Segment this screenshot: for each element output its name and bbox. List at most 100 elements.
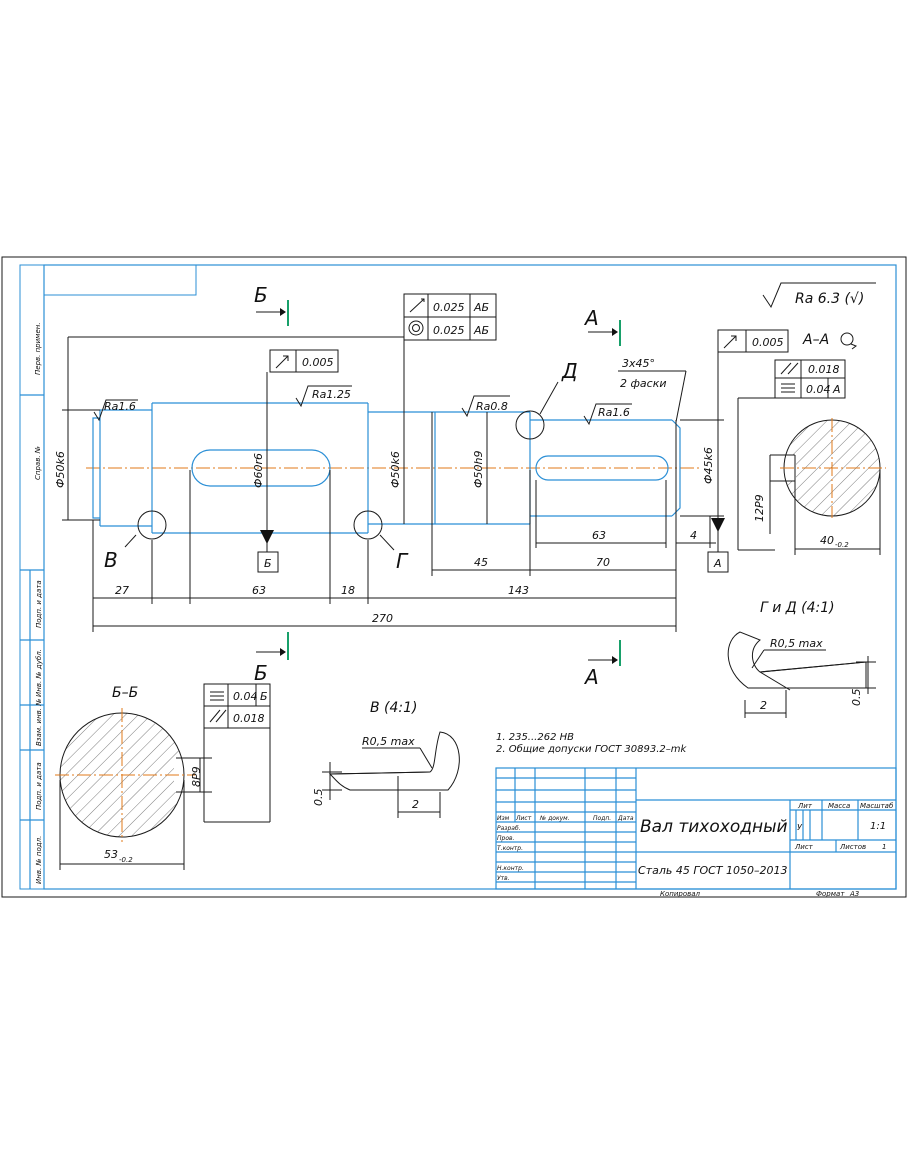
svg-text:Ф45k6: Ф45k6 [702, 447, 715, 484]
svg-text:А: А [832, 383, 841, 396]
svg-text:0.025: 0.025 [433, 301, 465, 314]
section-aa-title: А–А [802, 332, 829, 348]
svg-text:0.018: 0.018 [233, 712, 265, 725]
svg-text:45: 45 [474, 556, 488, 569]
detail-circle-d [515, 410, 545, 440]
svg-text:А3: А3 [849, 890, 859, 898]
side-label-1: Перв. примен. [34, 322, 42, 375]
svg-text:Б: Б [264, 557, 272, 570]
tolerance-frame-top: 0.025 АБ 0.025 АБ [403, 293, 497, 341]
section-aa: А–А 0.018 0.04 А 12P9 40 -0.2 [737, 332, 886, 555]
note-2: 2. Общие допуски ГОСТ 30893.2–mk [496, 743, 688, 755]
label-v: В [104, 548, 118, 572]
detail-gd-title: Г и Д (4:1) [760, 600, 835, 616]
tolerance-frame-right: 0.005 [717, 329, 789, 353]
svg-text:Масса: Масса [828, 802, 850, 810]
svg-text:Б: Б [260, 690, 268, 703]
side-label-6: Подп. и дата [35, 762, 43, 810]
svg-text:Ra1.25: Ra1.25 [312, 388, 351, 401]
section-mark-a-top: А [583, 306, 621, 346]
svg-text:1: 1 [882, 843, 886, 851]
svg-text:3х45°: 3х45° [622, 357, 655, 370]
svg-text:0.04: 0.04 [806, 383, 831, 396]
side-label-7: Инв. № подл. [35, 836, 43, 884]
svg-text:0.005: 0.005 [752, 336, 784, 349]
svg-text:Копировал: Копировал [660, 890, 701, 898]
svg-text:Ra1.6: Ra1.6 [598, 406, 630, 419]
side-margin-strip: Перв. примен. Справ. № Подп. и дата Инв.… [19, 264, 45, 890]
general-roughness: Ra 6.3 (√) [762, 282, 876, 309]
detail-circle-g [353, 510, 383, 540]
svg-text:R0,5 max: R0,5 max [362, 735, 415, 748]
svg-text:АБ: АБ [473, 301, 489, 314]
shaft-roughness: Ra1.6 Ra1.25 Ra0.8 Ra1.6 [93, 385, 632, 426]
drawing-title: Вал тихоходный [640, 817, 788, 837]
detail-v-title: В (4:1) [370, 700, 418, 716]
label-d: Д [561, 359, 578, 383]
svg-text:143: 143 [508, 584, 529, 597]
tolerance-frame-mid: 0.005 [266, 349, 339, 404]
section-mark-b-bottom: Б [254, 632, 289, 685]
svg-text:Б: Б [254, 661, 268, 685]
section-mark-b-top: Б [254, 283, 289, 326]
svg-text:270: 270 [372, 612, 393, 625]
drawing-material: Сталь 45 ГОСТ 1050–2013 [638, 864, 788, 877]
svg-text:2: 2 [412, 798, 419, 811]
detail-gd: Г и Д (4:1) 2 0.5 R0,5 max [727, 600, 876, 718]
svg-text:А: А [583, 306, 599, 330]
svg-text:0.5: 0.5 [850, 689, 863, 707]
svg-text:40: 40 [820, 534, 834, 547]
svg-text:0.04: 0.04 [233, 690, 258, 703]
svg-text:63: 63 [252, 584, 266, 597]
datum-b: Б [257, 530, 279, 573]
svg-text:Подп.: Подп. [593, 815, 611, 822]
svg-text:18: 18 [341, 584, 355, 597]
svg-text:4: 4 [690, 529, 697, 542]
svg-text:Лист: Лист [794, 843, 814, 851]
svg-text:Н.контр.: Н.контр. [497, 865, 524, 872]
svg-text:Листов: Листов [839, 843, 866, 851]
linear-dims: 27 63 18 45 70 63 4 143 270 [92, 412, 716, 632]
svg-text:0.025: 0.025 [433, 324, 465, 337]
datum-a: А [707, 518, 729, 573]
svg-text:27: 27 [115, 584, 129, 597]
svg-text:Ra 6.3 (√): Ra 6.3 (√) [795, 291, 864, 307]
svg-text:0.005: 0.005 [302, 356, 334, 369]
svg-text:Лит: Лит [797, 802, 813, 810]
svg-text:Пров.: Пров. [497, 835, 515, 842]
side-label-3: Подп. и дата [35, 580, 43, 628]
note-1: 1. 235...262 HB [496, 732, 574, 743]
svg-text:А: А [583, 665, 599, 689]
svg-text:А: А [713, 557, 722, 570]
svg-text:Лист: Лист [515, 815, 532, 822]
top-left-box [43, 264, 197, 296]
svg-text:Ф60r6: Ф60r6 [252, 453, 265, 488]
svg-text:Ra0.8: Ra0.8 [476, 400, 508, 413]
diameter-dims: Ф50k6 Ф60r6 Ф50k6 Ф50h9 Ф45k6 [54, 336, 724, 532]
svg-text:Ra1.6: Ra1.6 [104, 400, 136, 413]
svg-text:Формат: Формат [816, 890, 845, 898]
svg-text:Ф50k6: Ф50k6 [54, 451, 67, 488]
svg-text:1:1: 1:1 [870, 821, 886, 832]
svg-text:0.5: 0.5 [312, 789, 325, 807]
svg-text:Ф50k6: Ф50k6 [389, 451, 402, 488]
side-label-5: Взам. инв. № [35, 698, 43, 746]
svg-text:Утв.: Утв. [497, 875, 510, 882]
section-bb: Б–Б 0.04 Б 0.018 8P9 53 -0.2 [55, 683, 271, 870]
detail-v: В (4:1) R0,5 max 0.5 2 [312, 700, 460, 818]
svg-text:-0.2: -0.2 [835, 541, 849, 549]
svg-text:Разраб.: Разраб. [497, 825, 521, 832]
svg-text:0.018: 0.018 [808, 363, 840, 376]
svg-text:Б: Б [254, 283, 268, 307]
section-bb-title: Б–Б [112, 685, 138, 701]
svg-text:Изм: Изм [497, 815, 510, 822]
detail-circle-v [137, 510, 167, 540]
svg-text:Ф50h9: Ф50h9 [472, 451, 485, 488]
svg-text:У: У [797, 823, 803, 832]
technical-notes: 1. 235...262 HB 2. Общие допуски ГОСТ 30… [496, 732, 688, 755]
svg-text:Дата: Дата [617, 815, 634, 822]
svg-text:R0,5 max: R0,5 max [770, 637, 823, 650]
svg-text:№ докум.: № докум. [539, 815, 570, 822]
section-mark-a-bottom: А [583, 640, 621, 689]
